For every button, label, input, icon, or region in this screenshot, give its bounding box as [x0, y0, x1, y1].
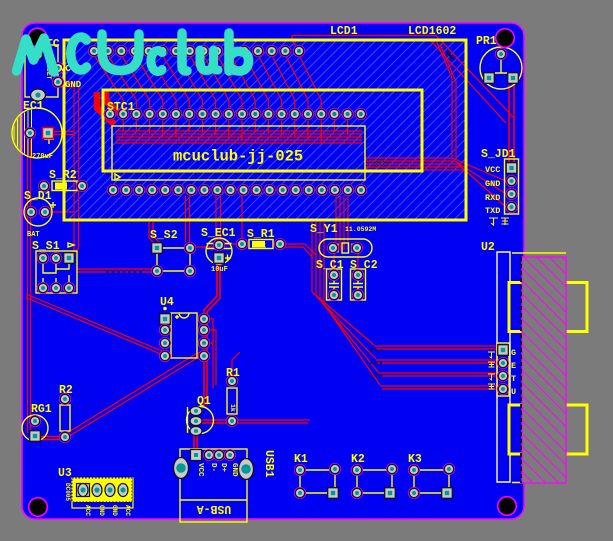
svg-text:USB-A: USB-A	[197, 502, 232, 515]
svg-text:S_C1: S_C1	[316, 259, 344, 272]
svg-text:D+: D+	[219, 463, 227, 473]
svg-text:U3: U3	[58, 467, 72, 480]
svg-text:K2: K2	[351, 453, 365, 466]
svg-text:ACC: ACC	[124, 505, 131, 516]
svg-text:TXD: TXD	[485, 206, 500, 216]
svg-text:D-: D-	[209, 463, 217, 472]
svg-text:S_R2: S_R2	[49, 169, 77, 182]
svg-text:270uF: 270uF	[32, 153, 53, 161]
svg-text:RG1: RG1	[31, 403, 52, 416]
svg-text:R1: R1	[226, 367, 240, 380]
svg-text:VCC: VCC	[60, 64, 77, 74]
svg-text:STC1: STC1	[107, 101, 135, 114]
svg-text:GND: GND	[111, 505, 118, 516]
svg-text:EC1: EC1	[23, 100, 44, 113]
svg-text:BAT: BAT	[27, 231, 40, 239]
svg-text:U4: U4	[160, 296, 174, 309]
svg-text:LCD1602: LCD1602	[408, 25, 456, 38]
svg-text:GND: GND	[98, 505, 105, 516]
svg-text:S_S1: S_S1	[32, 240, 60, 253]
svg-text:R2: R2	[59, 384, 73, 397]
svg-text:Q1: Q1	[197, 395, 211, 408]
svg-text:RXD: RXD	[485, 193, 500, 203]
svg-text:ACC: ACC	[84, 505, 91, 516]
svg-text:K3: K3	[408, 453, 422, 466]
svg-text:10k: 10k	[254, 243, 267, 251]
svg-text:U2: U2	[481, 241, 495, 254]
svg-text:E: E	[511, 361, 516, 371]
svg-text:VCC: VCC	[196, 463, 204, 477]
svg-text:10uF: 10uF	[211, 266, 228, 274]
svg-text:mcuclub-jj-025: mcuclub-jj-025	[173, 148, 303, 166]
svg-text:DC005: DC005	[64, 483, 71, 501]
svg-text:S_D1: S_D1	[24, 190, 52, 203]
svg-text:G: G	[511, 348, 516, 358]
svg-text:VCC: VCC	[485, 165, 500, 175]
svg-text:S_C2: S_C2	[350, 259, 378, 272]
svg-text:PR1: PR1	[476, 35, 497, 48]
svg-text:GND: GND	[65, 80, 82, 90]
svg-text:T: T	[511, 374, 516, 384]
svg-text:1k: 1k	[56, 184, 64, 191]
svg-text:S_JD1: S_JD1	[481, 148, 516, 161]
svg-text:USB1: USB1	[262, 450, 275, 478]
svg-text:U: U	[511, 387, 516, 397]
svg-text:S_Y1: S_Y1	[310, 223, 338, 236]
svg-text:LCD1: LCD1	[330, 25, 358, 38]
svg-text:GND: GND	[485, 179, 500, 189]
svg-text:S_S2: S_S2	[150, 229, 178, 242]
svg-text:S_EC1: S_EC1	[201, 227, 236, 240]
svg-text:S_R1: S_R1	[247, 228, 275, 241]
svg-text:1k: 1k	[229, 404, 236, 412]
svg-text:GND: GND	[230, 463, 238, 477]
svg-text:11.0592M: 11.0592M	[345, 226, 376, 233]
svg-text:K1: K1	[294, 453, 308, 466]
